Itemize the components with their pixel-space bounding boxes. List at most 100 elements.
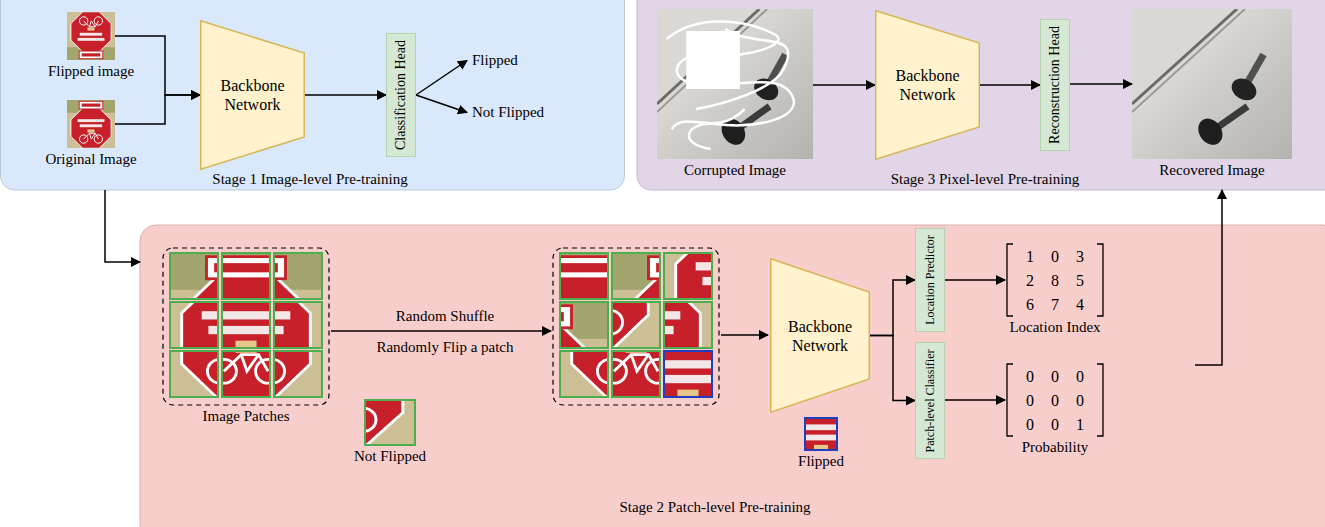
- image-caption: Probability: [1022, 439, 1089, 456]
- box-text: Backbone Network: [210, 76, 295, 114]
- connector-arrow: [870, 280, 915, 336]
- use-shape: [657, 9, 813, 159]
- matrix-cell: 6: [1026, 296, 1034, 313]
- path-shape: [1097, 244, 1103, 316]
- path-shape: [1097, 364, 1103, 436]
- use-shape: [516, 210, 660, 349]
- head-box: Location Predictor: [915, 228, 945, 332]
- svg-shape: [67, 100, 115, 148]
- output-text: Not Flipped: [472, 104, 544, 121]
- svg-shape: [616, 305, 760, 444]
- rect-shape: [1, 0, 625, 190]
- rect-shape: [664, 351, 712, 397]
- image-node: Not Flipped: [365, 400, 415, 445]
- connector-arrow: [1070, 83, 1132, 85]
- connector-arrow: [416, 95, 467, 113]
- box-text: Backbone Network: [885, 66, 970, 104]
- stage-panel: Stage 2 Patch-level Pre-training Image Pa…: [140, 225, 1325, 527]
- matrix-cell: 0: [1026, 416, 1034, 433]
- stage-title: Stage 1 Image-level Pre-training: [212, 171, 407, 188]
- connector-arrow: [980, 84, 1040, 86]
- rect-shape: [686, 31, 740, 89]
- head-text: Classification Head: [393, 40, 409, 150]
- head-text: Location Predictor: [923, 235, 937, 325]
- matrix-cell: 8: [1051, 272, 1059, 289]
- image-caption: Image Patches: [202, 408, 289, 425]
- rect-shape: [664, 302, 712, 348]
- rect-shape: [222, 302, 270, 348]
- output-label: Flipped: [470, 51, 520, 70]
- svg-shape: [657, 9, 813, 159]
- image-caption: Recovered Image: [1159, 162, 1264, 179]
- rect-shape: [560, 253, 608, 299]
- rect-shape: [560, 302, 608, 348]
- g-shape: [67, 12, 115, 60]
- connector-arrow: [115, 95, 200, 124]
- connector-arrow: [813, 84, 875, 86]
- operation-label: Random Shuffle: [396, 308, 494, 325]
- line-shape: [331, 330, 551, 332]
- rect-shape: [170, 351, 218, 397]
- matrix-cell: 0: [1051, 368, 1059, 385]
- svg-shape: [178, 259, 322, 398]
- image-node: Image Patches: [163, 248, 329, 405]
- svg-shape: [1132, 9, 1292, 159]
- matrix-cell: 2: [1026, 272, 1034, 289]
- connector-arrow: [105, 190, 140, 262]
- rect-shape: [274, 351, 322, 397]
- rect-shape: [612, 351, 660, 397]
- rect-shape: [560, 351, 608, 397]
- matrix-cell: 0: [1076, 368, 1084, 385]
- rect-shape: [170, 302, 218, 348]
- rect-shape: [805, 418, 837, 450]
- image-node: Flipped: [805, 418, 837, 450]
- stage-title: Stage 2 Patch-level Pre-training: [619, 499, 810, 516]
- path-shape: [1007, 364, 1013, 436]
- matrix-cell: 4: [1076, 296, 1084, 313]
- backbone-network: Backbone Network: [770, 258, 870, 413]
- rect-shape: [274, 302, 322, 348]
- matrix-cell: 0: [1051, 416, 1059, 433]
- rect-shape: [612, 253, 660, 299]
- path-shape: [667, 22, 794, 150]
- trapezoid-outline: [770, 258, 870, 413]
- stage-panel: Stage 1 Image-level Pre-trainingFlipped …: [0, 0, 625, 190]
- trapezoid-outline: [875, 10, 980, 160]
- matrix-cell: 0: [1076, 392, 1084, 409]
- stage-panel: Stage 3 Pixel-level Pre-trainingCorrupte…: [637, 0, 1325, 190]
- svg-shape: [516, 210, 660, 349]
- head-box: Reconstruction Head: [1040, 19, 1070, 151]
- image-caption: Flipped: [798, 453, 844, 470]
- image-node: Original Image: [67, 100, 115, 148]
- box-text: Backbone Network: [780, 317, 860, 355]
- image-caption: Location Index: [1009, 319, 1100, 336]
- connector-arrow: [305, 94, 386, 96]
- matrix-cell: 1: [1026, 248, 1034, 265]
- matrix-cell: 1: [1076, 416, 1084, 433]
- rect-shape: [664, 253, 712, 299]
- matrix-cell: 0: [1026, 392, 1034, 409]
- trapezoid-outline: [200, 20, 305, 170]
- use-shape: [67, 12, 115, 60]
- head-box: Patch-level Classifier: [915, 342, 945, 459]
- matrix-cell: 0: [1026, 368, 1034, 385]
- g-shape: [616, 305, 760, 444]
- matrix-cell: 0: [1051, 392, 1059, 409]
- image-caption: Original Image: [45, 151, 136, 168]
- matrix-cell: 3: [1076, 248, 1084, 265]
- image-node: Corrupted Image: [657, 9, 813, 159]
- trapezoid-shape: [771, 259, 870, 413]
- path-shape: [1007, 244, 1013, 316]
- rect-shape: [163, 248, 329, 405]
- rect-shape: [274, 253, 322, 299]
- use-shape: [1132, 9, 1292, 159]
- rect-shape: [222, 253, 270, 299]
- backbone-network: Backbone Network: [875, 10, 980, 160]
- rect-shape: [612, 302, 660, 348]
- head-text: Reconstruction Head: [1047, 26, 1063, 144]
- image-caption: Not Flipped: [354, 448, 426, 465]
- trapezoid-shape: [876, 11, 980, 160]
